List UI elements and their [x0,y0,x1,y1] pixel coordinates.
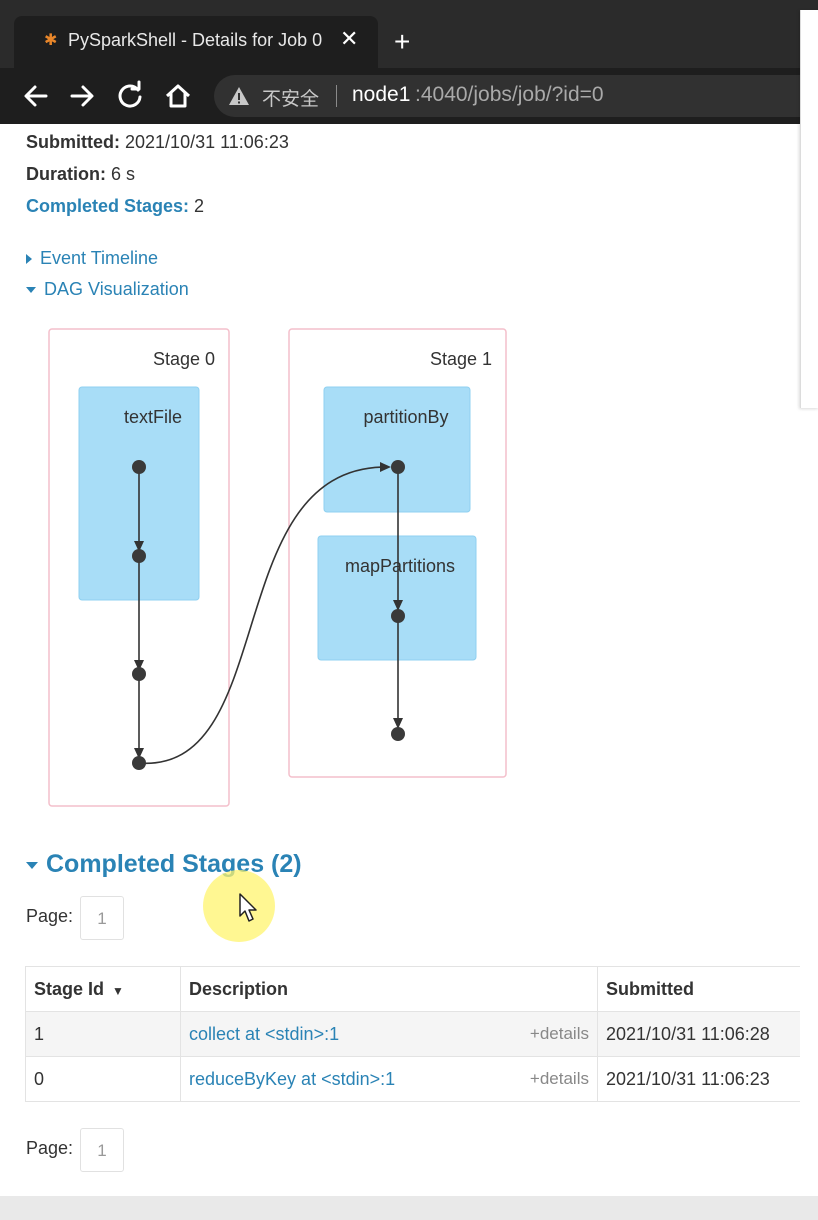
dag-visualization: Stage 0 textFile Stage 1 partitionBy map… [48,328,507,807]
description-cell: +details collect at <stdin>:1 [180,1011,598,1057]
rdd-partitionby-label: partitionBy [363,407,448,427]
forward-arrow-icon[interactable] [66,80,98,112]
stage-0-label: Stage 0 [153,349,215,369]
browser-toolbar: 不安全 node1 :4040/jobs/job/?id=0 [0,68,818,124]
column-submitted[interactable]: Submitted [597,966,800,1012]
dag-visualization-label[interactable]: DAG Visualization [44,279,189,299]
completed-stages-count: 2 [194,196,205,216]
page-label-bottom: Page: [26,1138,74,1158]
rdd-mappartitions-label: mapPartitions [345,556,455,576]
stage-id-cell: 0 [25,1056,181,1102]
dag-visualization-toggle[interactable]: DAG Visualization [26,279,189,300]
dag-node[interactable] [132,549,146,563]
side-panel [800,10,818,408]
completed-stages-heading[interactable]: Completed Stages (2) [26,850,302,879]
duration-value: 6 s [111,164,136,184]
dag-arrowhead [134,660,144,671]
event-timeline-label[interactable]: Event Timeline [40,248,159,268]
column-submitted-label[interactable]: Submitted [606,978,694,999]
url-host: node1 [352,83,411,106]
rdd-mappartitions[interactable] [317,535,477,661]
stage-description-link[interactable]: reduceByKey at <stdin>:1 [189,1068,396,1089]
submitted-row: Submitted: 2021/10/31 11:06:23 [26,132,289,153]
page-content: Submitted: 2021/10/31 11:06:23 Duration:… [0,124,800,1196]
rdd-textfile-label: textFile [124,407,182,427]
submitted-value: 2021/10/31 11:06:23 [125,132,289,152]
sort-descending-icon[interactable]: ▼ [112,983,124,998]
reload-icon[interactable] [114,80,146,112]
column-stage-id-label[interactable]: Stage Id [34,978,105,999]
url-path: :4040/jobs/job/?id=0 [415,83,604,106]
completed-stages-table: Stage Id ▼ Description Submitted 1 +detai… [25,966,800,1102]
collapsed-arrow-icon [26,254,32,265]
completed-stages-label[interactable]: Completed Stages: [26,196,190,216]
expanded-arrow-icon [26,287,36,294]
tab-close-icon[interactable]: ✕ [340,26,359,51]
details-toggle[interactable]: +details [529,1068,589,1088]
back-arrow-icon[interactable] [20,80,52,112]
address-bar[interactable]: 不安全 node1 :4040/jobs/job/?id=0 [214,75,818,117]
security-label[interactable]: 不安全 [262,89,320,110]
completed-stages-heading-label[interactable]: Completed Stages (2) [46,850,302,878]
page-input-bottom[interactable]: 1 [80,1128,124,1172]
column-stage-id[interactable]: Stage Id ▼ [25,966,181,1012]
dag-arrowhead [393,718,403,729]
dag-shuffle-edge [138,466,387,764]
dag-arrowhead [380,462,391,472]
submitted-cell: 2021/10/31 11:06:28 [597,1011,800,1057]
column-description-label[interactable]: Description [189,978,289,999]
column-description[interactable]: Description [180,966,598,1012]
page-input-top[interactable]: 1 [80,896,124,940]
duration-row: Duration: 6 s [26,164,135,185]
dag-arrowhead [134,541,144,552]
event-timeline-toggle[interactable]: Event Timeline [26,248,158,269]
submitted-cell: 2021/10/31 11:06:23 [597,1056,800,1102]
dag-node[interactable] [391,460,405,474]
table-row: 0 +details reduceByKey at <stdin>:1 2021… [25,1056,800,1102]
new-tab-button[interactable]: + [394,26,411,57]
table-header-row: Stage Id ▼ Description Submitted [25,966,800,1012]
expanded-arrow-icon [26,861,38,869]
description-cell: +details reduceByKey at <stdin>:1 [180,1056,598,1102]
active-tab[interactable]: ✱ PySparkShell - Details for Job 0 ✕ [14,16,378,68]
table-row: 1 +details collect at <stdin>:1 2021/10/… [25,1011,800,1057]
stage-description-link[interactable]: collect at <stdin>:1 [189,1023,340,1044]
dag-node[interactable] [391,727,405,741]
stage-id-cell: 1 [25,1011,181,1057]
details-toggle[interactable]: +details [529,1023,589,1043]
dag-node[interactable] [391,609,405,623]
dag-arrowhead [134,748,144,759]
dag-arrowhead [393,600,403,611]
completed-stages-link[interactable]: Completed Stages: 2 [26,196,204,217]
stage-1-label: Stage 1 [430,349,492,369]
mouse-cursor-icon [239,893,257,922]
home-icon[interactable] [162,80,194,112]
dag-node[interactable] [132,460,146,474]
cursor-highlight [203,870,275,942]
dag-node[interactable] [132,667,146,681]
spark-favicon-icon: ✱ [44,32,58,49]
tab-title: PySparkShell - Details for Job 0 [68,30,323,50]
duration-label: Duration: [26,164,106,184]
dag-node[interactable] [132,756,146,770]
submitted-label: Submitted: [26,132,120,152]
rdd-partitionby[interactable] [323,386,471,513]
tab-bar: ✱ PySparkShell - Details for Job 0 ✕ + [0,0,818,68]
warning-icon[interactable] [228,85,250,107]
address-divider [336,85,337,107]
page-label-top: Page: [26,906,74,926]
